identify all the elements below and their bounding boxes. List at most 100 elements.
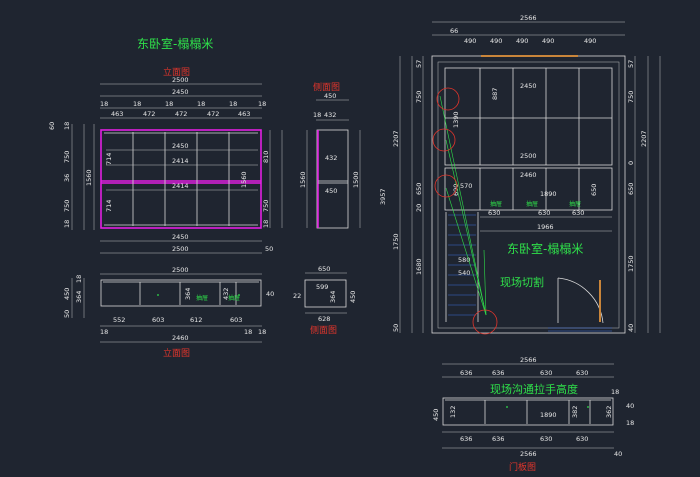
svg-text:3957: 3957 bbox=[379, 188, 387, 205]
dim-left-60: 60 bbox=[48, 122, 56, 130]
svg-text:1390: 1390 bbox=[452, 111, 460, 128]
svg-text:2500: 2500 bbox=[520, 152, 537, 160]
svg-text:887: 887 bbox=[491, 88, 499, 100]
svg-text:18: 18 bbox=[229, 100, 237, 108]
svg-text:1680: 1680 bbox=[415, 258, 423, 275]
dim-elev-2450: 2450 bbox=[172, 88, 189, 96]
drawer-label-1: 抽屉 bbox=[196, 294, 208, 302]
svg-text:18: 18 bbox=[133, 100, 141, 108]
svg-text:40: 40 bbox=[627, 324, 635, 332]
svg-text:650: 650 bbox=[415, 183, 423, 195]
svg-text:472: 472 bbox=[143, 110, 155, 118]
elevation-title: 东卧室-榻榻米 bbox=[137, 36, 213, 51]
svg-text:628: 628 bbox=[318, 315, 330, 323]
svg-text:636: 636 bbox=[460, 369, 472, 377]
dim-inner-2414a: 2414 bbox=[172, 157, 189, 165]
dim-right-810: 810 bbox=[262, 151, 270, 163]
svg-text:636: 636 bbox=[460, 435, 472, 443]
drawer-label-2: 抽屉 bbox=[228, 294, 240, 302]
svg-text:2207: 2207 bbox=[640, 130, 648, 147]
side-view-low: 650 599 22 450 364 628 侧面图 bbox=[293, 265, 357, 336]
svg-text:750: 750 bbox=[63, 200, 71, 212]
svg-text:抽屉: 抽屉 bbox=[490, 200, 502, 208]
svg-text:570: 570 bbox=[460, 182, 472, 190]
svg-text:2566: 2566 bbox=[520, 450, 537, 458]
svg-text:18: 18 bbox=[100, 100, 108, 108]
svg-text:490: 490 bbox=[516, 37, 528, 45]
dim-714a: 714 bbox=[105, 153, 113, 165]
svg-text:18: 18 bbox=[165, 100, 173, 108]
handle-height-note: 现场沟通拉手高度 bbox=[490, 382, 578, 396]
svg-text:490: 490 bbox=[584, 37, 596, 45]
svg-text:450: 450 bbox=[63, 288, 71, 300]
svg-text:50: 50 bbox=[63, 310, 71, 318]
svg-text:57: 57 bbox=[415, 60, 423, 68]
svg-text:432: 432 bbox=[325, 154, 337, 162]
svg-text:18: 18 bbox=[197, 100, 205, 108]
elevation-view: 2500 2450 18 463 18 472 18 472 18 472 18… bbox=[48, 76, 283, 254]
svg-text:382: 382 bbox=[571, 406, 579, 418]
svg-text:57: 57 bbox=[627, 60, 635, 68]
dim-1560-inner: 1560 bbox=[240, 171, 248, 188]
svg-text:472: 472 bbox=[175, 110, 187, 118]
svg-text:1500: 1500 bbox=[352, 171, 360, 188]
svg-text:18: 18 bbox=[258, 328, 266, 336]
svg-text:18: 18 bbox=[63, 220, 71, 228]
svg-text:侧面图: 侧面图 bbox=[310, 324, 337, 336]
svg-text:650: 650 bbox=[590, 184, 598, 196]
svg-text:2460: 2460 bbox=[172, 334, 189, 342]
cut-onsite-note: 现场切割 bbox=[500, 275, 544, 289]
svg-text:463: 463 bbox=[238, 110, 250, 118]
dim-left-1560: 1560 bbox=[85, 169, 93, 186]
svg-text:450: 450 bbox=[325, 187, 337, 195]
svg-text:1560: 1560 bbox=[299, 171, 307, 188]
svg-text:364: 364 bbox=[329, 291, 337, 303]
svg-text:50: 50 bbox=[392, 324, 400, 332]
side-view: 450 18 432 432 450 1560 1500 bbox=[299, 92, 361, 229]
svg-text:18: 18 bbox=[626, 419, 634, 427]
svg-text:650: 650 bbox=[318, 265, 330, 273]
svg-text:630: 630 bbox=[572, 209, 584, 217]
door-panel-view: 2566 636 636 630 630 18 现场沟通拉手高度 450 132… bbox=[432, 356, 634, 473]
svg-text:1750: 1750 bbox=[392, 233, 400, 250]
plan-title: 东卧室-榻榻米 bbox=[507, 241, 583, 256]
dim-inner-2450: 2450 bbox=[172, 142, 189, 150]
door-panel-label: 门板图 bbox=[509, 461, 536, 473]
svg-text:立面图: 立面图 bbox=[163, 347, 190, 359]
svg-text:630: 630 bbox=[540, 435, 552, 443]
svg-text:450: 450 bbox=[324, 92, 336, 100]
dim-inner-2414b: 2414 bbox=[172, 182, 189, 190]
svg-text:18: 18 bbox=[63, 122, 71, 130]
svg-text:18: 18 bbox=[611, 388, 619, 396]
svg-text:22: 22 bbox=[293, 292, 301, 300]
svg-text:20: 20 bbox=[415, 204, 423, 212]
elevation-plan-low: 2500 450 50 18 364 364 432 抽屉 抽屉 40 18 5… bbox=[63, 266, 274, 359]
plan-view: 2566 66 490 490 490 490 490 2450 2500 88… bbox=[379, 14, 661, 335]
svg-text:432: 432 bbox=[222, 288, 230, 300]
svg-text:603: 603 bbox=[230, 316, 242, 324]
svg-text:580: 580 bbox=[458, 256, 470, 264]
svg-text:1890: 1890 bbox=[540, 411, 557, 419]
svg-text:18: 18 bbox=[100, 328, 108, 336]
svg-text:362: 362 bbox=[605, 406, 613, 418]
svg-text:抽屉: 抽屉 bbox=[569, 200, 581, 208]
svg-text:450: 450 bbox=[349, 291, 357, 303]
dim-bot-2500: 2500 bbox=[172, 245, 189, 253]
svg-text:630: 630 bbox=[576, 435, 588, 443]
dim-714b: 714 bbox=[105, 200, 113, 212]
svg-text:630: 630 bbox=[488, 209, 500, 217]
svg-text:36: 36 bbox=[63, 174, 71, 182]
svg-text:750: 750 bbox=[415, 91, 423, 103]
svg-text:463: 463 bbox=[111, 110, 123, 118]
svg-text:552: 552 bbox=[113, 316, 125, 324]
svg-text:490: 490 bbox=[490, 37, 502, 45]
svg-text:750: 750 bbox=[627, 91, 635, 103]
svg-text:抽屉: 抽屉 bbox=[526, 200, 538, 208]
svg-text:2450: 2450 bbox=[520, 82, 537, 90]
stair-hatch bbox=[445, 212, 479, 322]
svg-text:18: 18 bbox=[262, 220, 270, 228]
svg-text:1750: 1750 bbox=[627, 255, 635, 272]
svg-text:18: 18 bbox=[313, 111, 321, 119]
